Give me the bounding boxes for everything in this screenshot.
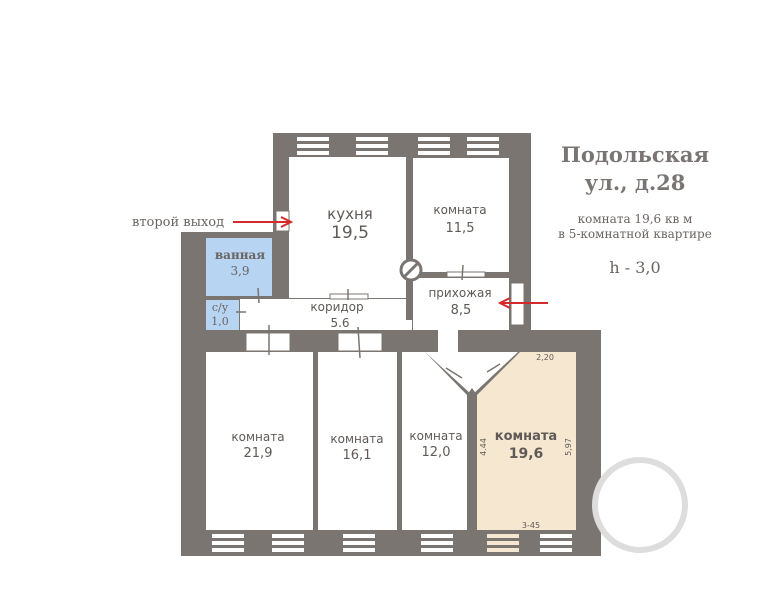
room-b-name: комната (330, 432, 383, 446)
room-c-name: комната (409, 429, 462, 443)
subtitle-line1: комната 19,6 кв м (578, 212, 693, 226)
hallway-name: прихожая (428, 286, 491, 300)
windows (212, 137, 572, 552)
bath-area: 3,9 (230, 264, 249, 278)
arrow-second-exit-icon (233, 216, 294, 228)
partition (467, 388, 477, 530)
title-line1: Подольская (561, 142, 709, 167)
room-corridor (240, 299, 412, 330)
dim-top: 2,20 (536, 353, 554, 362)
meter-icon (399, 258, 423, 282)
subtitle-line2: в 5-комнатной квартире (558, 227, 712, 241)
doors (245, 210, 525, 352)
room-a-area: 21,9 (244, 446, 273, 461)
dim-right: 5,97 (564, 438, 573, 456)
room-d (477, 352, 576, 530)
corridor-name: коридор (310, 300, 363, 314)
room-kitchen (289, 157, 407, 298)
title-line2: ул., д.28 (585, 170, 686, 195)
door-swings (236, 264, 501, 379)
second-exit-label: второй выход (132, 215, 224, 230)
stair-edge (592, 457, 688, 553)
hallway-triangle (425, 352, 518, 395)
room-b (318, 352, 397, 530)
hallway-area: 8,5 (451, 303, 472, 318)
room-hallway (413, 278, 509, 330)
room-top-area: 11,5 (446, 221, 475, 236)
arrow-entrance-icon (497, 297, 548, 309)
wc-area: 1,0 (211, 315, 229, 328)
room-b-area: 16,1 (343, 448, 372, 463)
wc-name: с/у (212, 301, 229, 314)
room-d-name: комната (495, 429, 557, 444)
room-d-area: 19,6 (509, 446, 544, 462)
ceiling-height: h - 3,0 (609, 258, 660, 277)
room-a-name: комната (231, 430, 284, 444)
kitchen-area: 19,5 (331, 223, 369, 243)
room-wc (206, 300, 239, 330)
room-top-name: комната (433, 203, 486, 217)
room-c-area: 12,0 (422, 445, 451, 460)
bath-name: ванная (215, 248, 265, 262)
dim-left: 4.44 (479, 438, 488, 456)
corridor-area: 5.6 (330, 316, 349, 330)
room-c (402, 352, 467, 530)
dim-bottom: 3-45 (522, 521, 540, 530)
room-top (413, 158, 509, 272)
kitchen-name: кухня (327, 205, 373, 223)
room-a (206, 352, 313, 530)
room-bath (206, 238, 272, 296)
